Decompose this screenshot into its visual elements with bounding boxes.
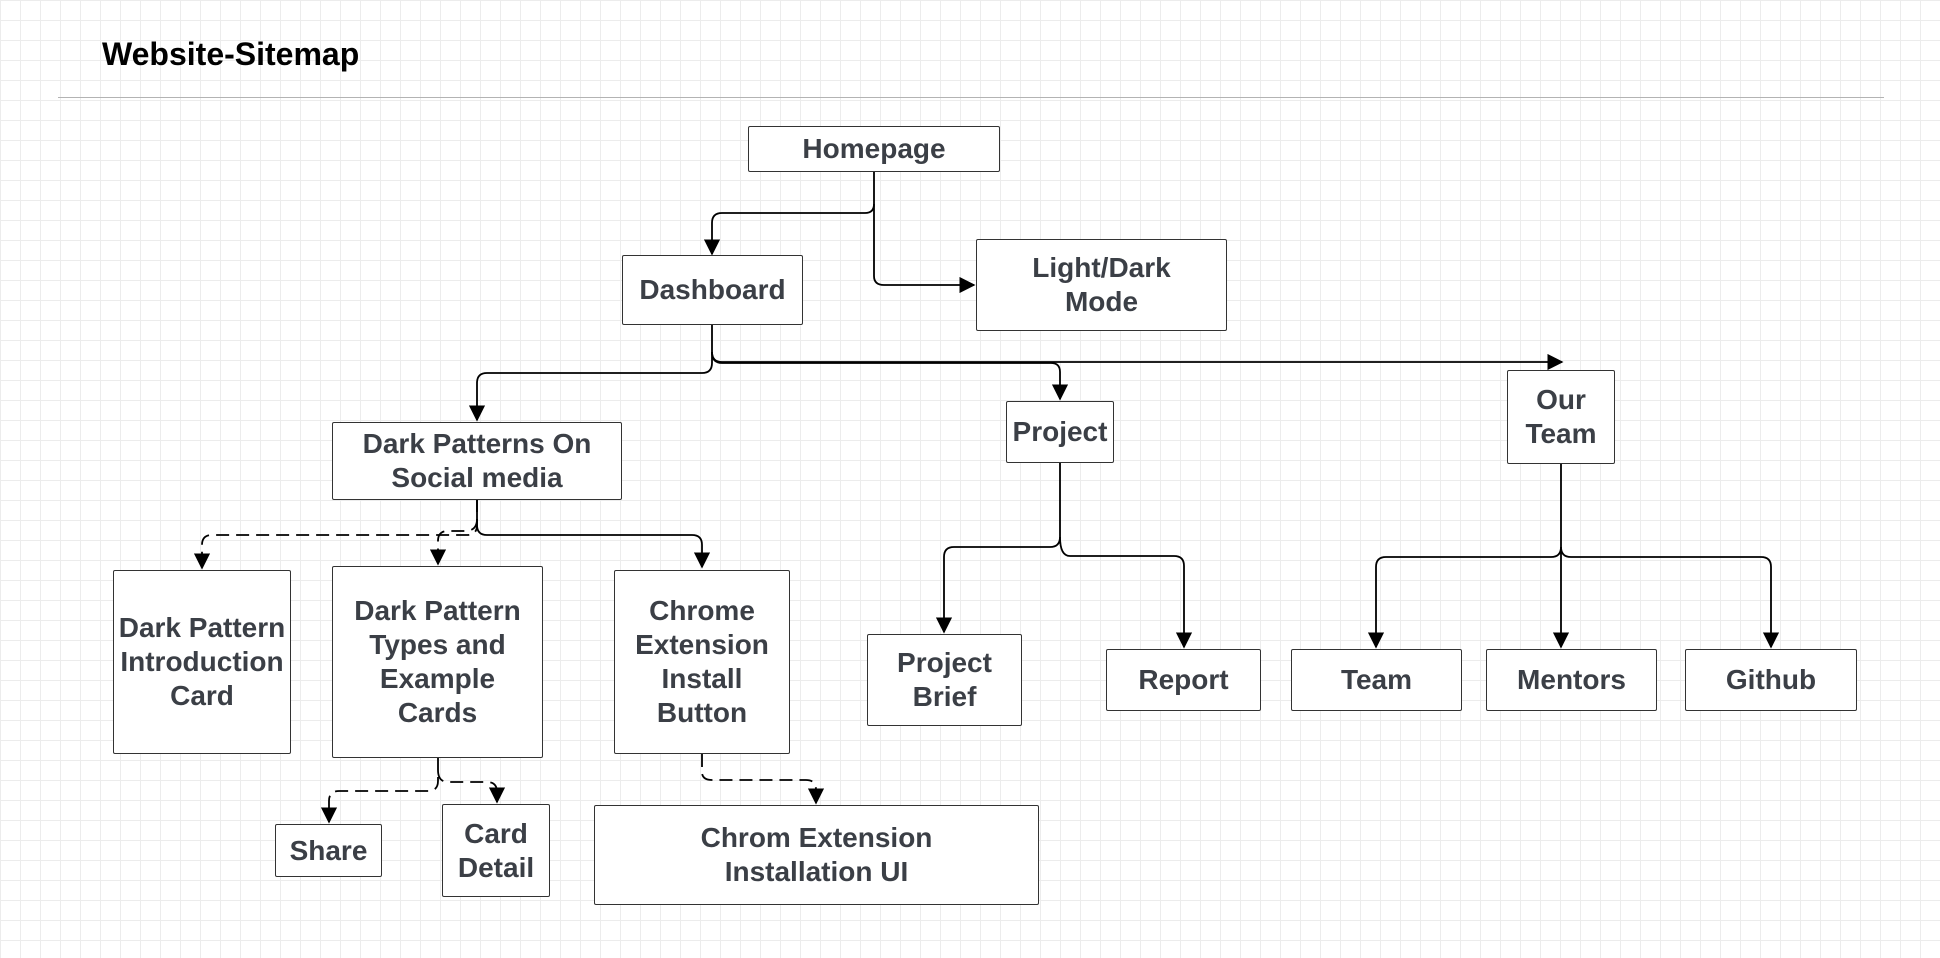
node-label: Mentors (1517, 664, 1626, 695)
node-light-dark-mode[interactable]: Light/Dark Mode (976, 239, 1227, 331)
link-darkpatterns-introcard (193, 499, 478, 570)
node-label: Homepage (802, 133, 946, 164)
node-label: Dark Pattern Introduction Card (118, 612, 286, 711)
link-dashboard-ourteam (711, 351, 1564, 371)
node-label: Chrom Extension Installation UI (700, 822, 933, 887)
node-github[interactable]: Github (1685, 649, 1857, 711)
node-label: Dark Pattern Types and Example Cards (354, 595, 521, 728)
page-title: Website-Sitemap (102, 36, 360, 72)
node-label: Report (1138, 664, 1229, 695)
link-dashboard-project (711, 351, 1069, 401)
link-ourteam-github (1560, 546, 1780, 649)
title-divider (58, 97, 1884, 98)
link-typescards-share (320, 757, 439, 824)
link-project-report (1059, 536, 1193, 649)
link-project-brief (935, 463, 1061, 634)
node-label: Team (1340, 664, 1413, 695)
node-chrome-extension-ui[interactable]: Chrom Extension Installation UI (594, 805, 1039, 905)
link-homepage-dashboard (703, 172, 875, 256)
node-report[interactable]: Report (1106, 649, 1261, 711)
node-label: Chrome Extension Install Button (635, 595, 769, 728)
node-project-brief[interactable]: Project Brief (867, 634, 1022, 726)
link-ourteam-team (1367, 463, 1562, 649)
node-label: Project (1012, 416, 1108, 447)
node-label: Github (1725, 664, 1817, 695)
node-label: Share (289, 834, 368, 866)
node-types-example-cards[interactable]: Dark Pattern Types and Example Cards (332, 566, 543, 758)
node-label: Light/Dark Mode (1032, 252, 1171, 317)
link-chromebutton-chromeui (701, 754, 825, 805)
node-dashboard[interactable]: Dashboard (622, 255, 803, 325)
node-intro-card[interactable]: Dark Pattern Introduction Card (113, 570, 291, 754)
node-project[interactable]: Project (1006, 401, 1114, 463)
node-team[interactable]: Team (1291, 649, 1462, 711)
link-darkpatterns-chromebutton (476, 499, 711, 569)
node-label: Card Detail (457, 817, 535, 883)
node-mentors[interactable]: Mentors (1486, 649, 1657, 711)
node-dark-patterns-social-media[interactable]: Dark Patterns On Social media (332, 422, 622, 500)
node-label: Our Team (1525, 384, 1597, 449)
link-dashboard-darkpatterns (468, 324, 713, 422)
node-homepage[interactable]: Homepage (748, 126, 1000, 172)
node-our-team[interactable]: Our Team (1507, 370, 1615, 464)
link-homepage-lightdark (873, 204, 976, 294)
node-label: Dark Patterns On Social media (362, 428, 592, 493)
node-chrome-extension-button[interactable]: Chrome Extension Install Button (614, 570, 790, 754)
node-label: Project Brief (897, 647, 992, 712)
node-card-detail[interactable]: Card Detail (442, 804, 550, 897)
link-darkpatterns-typescards (429, 518, 478, 566)
node-label: Dashboard (639, 274, 786, 305)
node-share[interactable]: Share (275, 824, 382, 877)
link-typescards-carddetail (437, 769, 506, 804)
